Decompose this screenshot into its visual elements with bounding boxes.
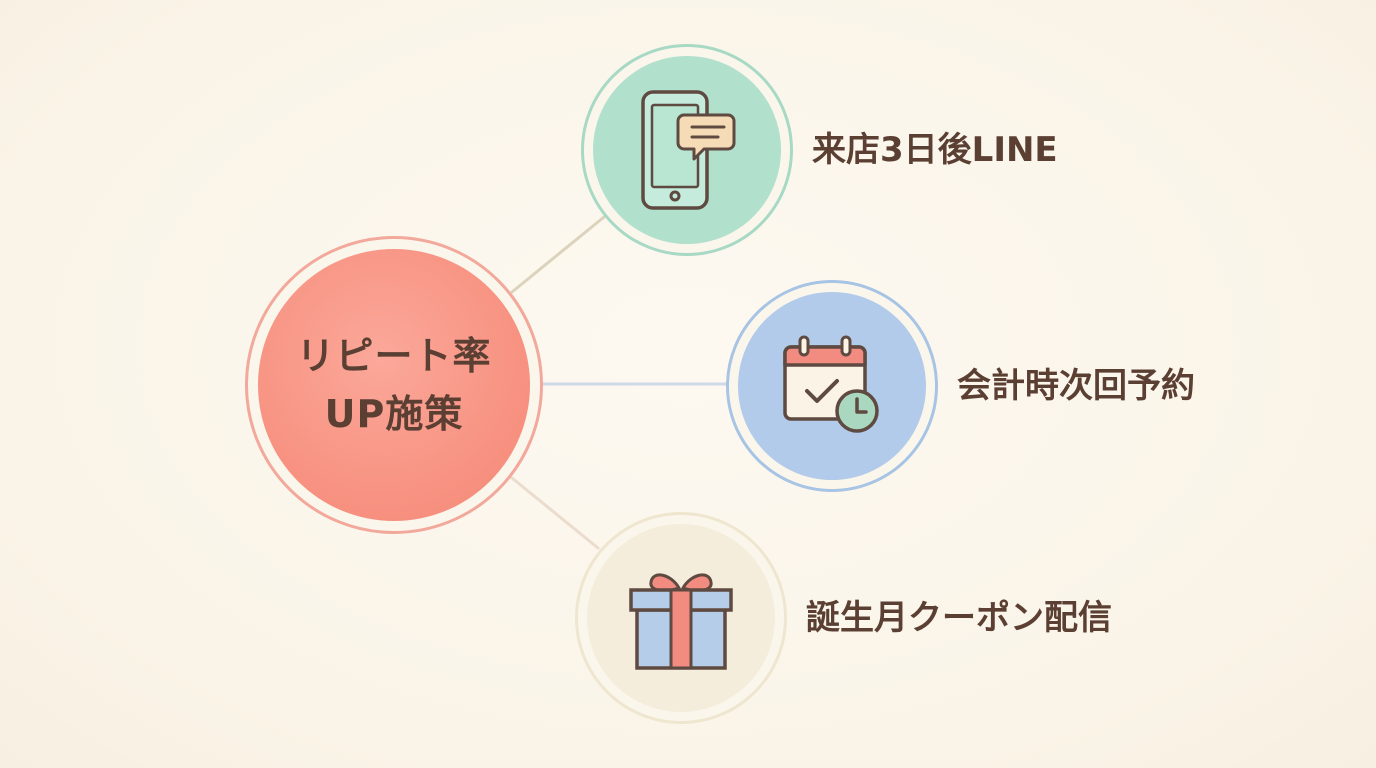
gift-box-icon bbox=[629, 573, 733, 670]
branch-node-reservation-fill bbox=[738, 292, 926, 480]
branch-label-line: 来店3日後LINE bbox=[812, 130, 1058, 170]
calendar-clock-icon bbox=[783, 335, 879, 433]
branch-label-reservation: 会計時次回予約 bbox=[957, 366, 1195, 406]
hub-title-line1: リピート率 bbox=[296, 334, 492, 378]
smartphone-chat-icon bbox=[641, 90, 736, 210]
connector-line-top bbox=[510, 215, 606, 294]
hub-circle-fill: リピート率 UP施策 bbox=[258, 249, 530, 521]
branch-node-coupon bbox=[575, 512, 787, 724]
hub-circle: リピート率 UP施策 bbox=[245, 236, 543, 534]
branch-node-line bbox=[581, 44, 793, 256]
branch-node-reservation bbox=[726, 280, 938, 492]
hub-title-line2: UP施策 bbox=[324, 392, 464, 436]
branch-node-line-fill bbox=[593, 56, 781, 244]
branch-node-coupon-fill bbox=[587, 524, 775, 712]
connector-line-bottom bbox=[510, 476, 600, 550]
branch-label-coupon: 誕生月クーポン配信 bbox=[806, 598, 1112, 638]
